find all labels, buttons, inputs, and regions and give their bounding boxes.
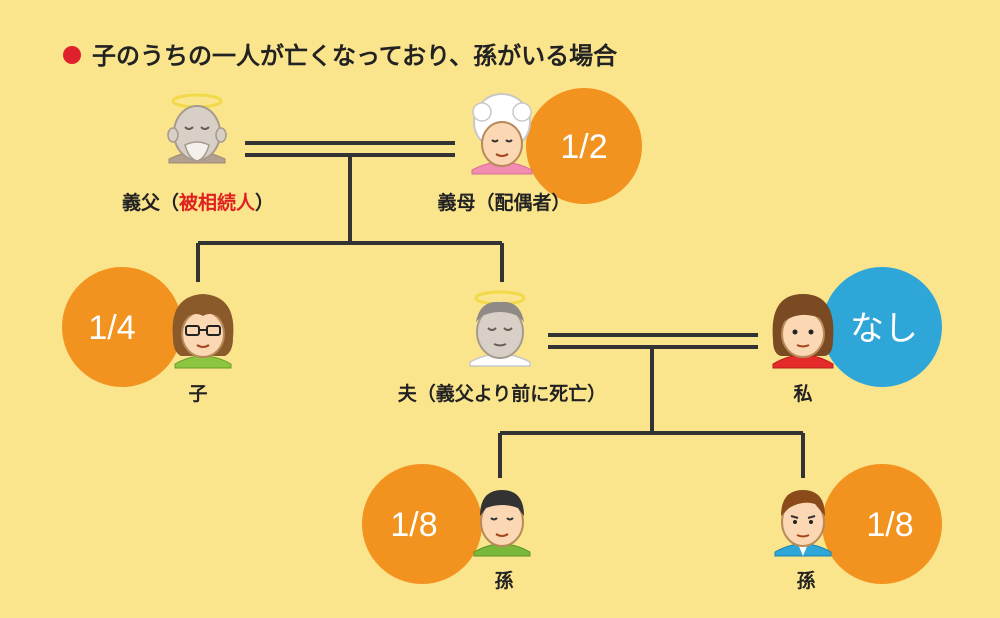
share-me: なし [850,310,918,348]
label-child: 子 [188,383,207,405]
share-circle-mother [526,88,642,204]
share-circle-child [62,267,182,387]
woman-glasses-icon [172,294,234,369]
label-husband: 夫（義父より前に死亡） [398,382,607,405]
old-woman-icon [471,93,533,175]
label-decedent: 被相続人 [179,191,256,214]
share-child: 1/4 [88,309,135,347]
label-grandchild-2: 孫 [796,569,815,592]
deceased-man-icon [469,290,531,367]
boy-icon [473,490,531,557]
boy-suit-icon [774,490,832,557]
label-father-open: （ [160,191,179,214]
label-mother-in-law: 義母（配偶者） [437,191,570,214]
page-title: 子のうちの一人が亡くなっており、孫がいる場合 [92,42,618,70]
share-mother: 1/2 [560,128,607,166]
label-father-close: ） [255,191,274,214]
label-father-in-law: 義父（被相続人） [122,191,274,214]
share-circle-grandchild-2 [822,464,942,584]
label-me: 私 [793,383,812,405]
share-grandchild-2: 1/8 [866,506,913,544]
label-father-name: 義父 [122,191,161,214]
share-grandchild-1: 1/8 [390,506,437,544]
label-grandchild-1: 孫 [494,569,513,592]
family-tree-lines [196,141,805,478]
bullet-icon [63,46,81,64]
share-circle-grandchild-1 [362,464,482,584]
deceased-old-man-icon [167,93,227,164]
share-circle-me [822,267,942,387]
woman-icon [772,294,834,369]
